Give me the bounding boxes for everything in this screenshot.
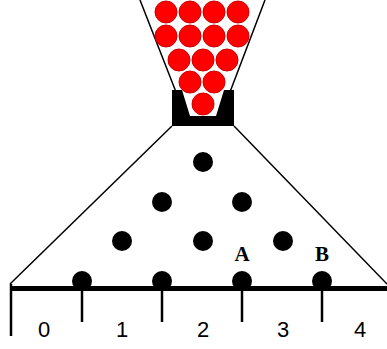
divider — [81, 288, 84, 322]
peg — [193, 231, 213, 251]
funnel-throat — [172, 90, 234, 126]
ball — [192, 93, 214, 115]
bin-number: 2 — [197, 319, 209, 341]
ball — [179, 1, 201, 23]
peg — [152, 192, 172, 212]
peg — [112, 231, 132, 251]
ball — [168, 49, 190, 71]
ball — [203, 25, 225, 47]
red-balls — [155, 1, 249, 115]
point-label: B — [315, 244, 329, 265]
funnel-wall — [140, 0, 265, 92]
bin-number: 3 — [277, 319, 289, 341]
ball — [216, 49, 238, 71]
divider — [321, 288, 324, 322]
ball — [227, 1, 249, 23]
divider — [241, 288, 244, 322]
ball — [227, 25, 249, 47]
ball — [192, 49, 214, 71]
bin-dividers — [11, 284, 322, 336]
ball — [179, 25, 201, 47]
ball — [155, 25, 177, 47]
ball — [203, 1, 225, 23]
peg — [232, 192, 252, 212]
peg — [193, 152, 213, 172]
divider — [161, 288, 164, 322]
peg — [273, 231, 293, 251]
ball — [179, 71, 201, 93]
board-outline — [10, 126, 387, 284]
bin-number: 0 — [38, 319, 50, 341]
bin-number: 4 — [354, 319, 366, 341]
point-label: A — [234, 244, 249, 265]
divider — [10, 284, 13, 336]
pegs — [72, 152, 332, 291]
base-bar — [10, 286, 387, 291]
ball — [203, 71, 225, 93]
bin-number: 1 — [116, 319, 128, 341]
ball — [155, 1, 177, 23]
